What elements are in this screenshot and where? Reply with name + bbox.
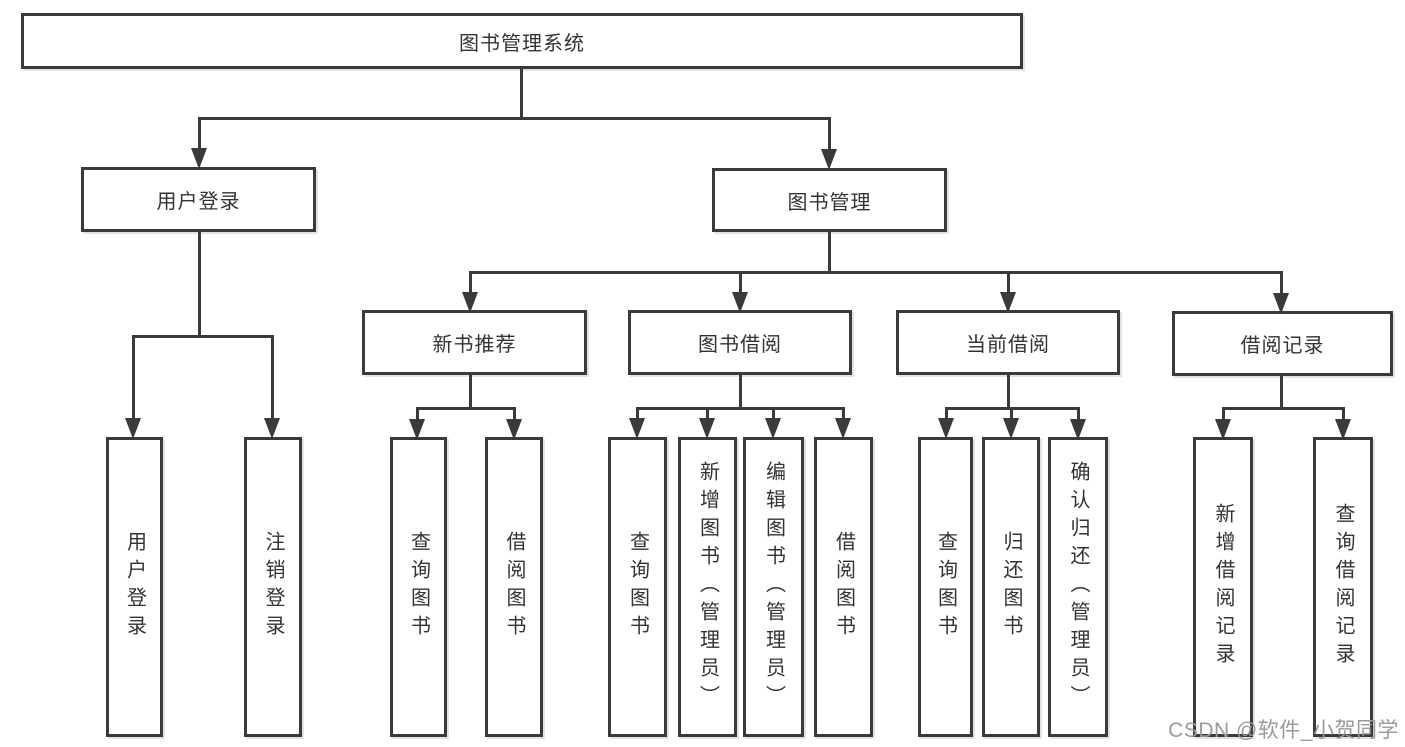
connector-line — [469, 271, 1283, 274]
connector-line — [636, 407, 639, 420]
arrowhead-icon — [1215, 419, 1231, 440]
leaf-query-books-recommend: 查询图书 — [390, 437, 447, 737]
leaf-confirm-return-admin-label: 确认归还（管理员） — [1067, 461, 1089, 713]
connector-line — [198, 117, 201, 150]
connector-line — [772, 407, 775, 420]
leaf-return-books: 归还图书 — [982, 437, 1040, 737]
connector-line — [1007, 373, 1010, 410]
connector-line — [416, 407, 419, 421]
connector-line — [1007, 271, 1010, 294]
arrowhead-icon — [1000, 292, 1016, 313]
node-new-book-recommend-label: 新书推荐 — [432, 334, 517, 356]
node-current-borrow-label: 当前借阅 — [966, 334, 1050, 356]
leaf-query-books-current-label: 查询图书 — [934, 531, 957, 643]
connector-line — [739, 271, 742, 294]
arrowhead-icon — [1070, 419, 1086, 440]
node-user-login-label: 用户登录 — [156, 191, 241, 213]
arrowhead-icon — [821, 149, 837, 170]
leaf-borrow-books-recommend: 借阅图书 — [485, 437, 543, 737]
leaf-query-borrow-record: 查询借阅记录 — [1313, 437, 1373, 737]
connector-line — [739, 373, 742, 410]
node-book-borrow: 图书借阅 — [628, 310, 852, 375]
arrowhead-icon — [506, 419, 522, 440]
connector-line — [198, 230, 201, 338]
connector-line — [1280, 374, 1283, 410]
connector-line — [1010, 407, 1013, 420]
node-borrow-records-label: 借阅记录 — [1240, 335, 1325, 357]
leaf-add-books-admin: 新增图书（管理员） — [678, 437, 737, 737]
connector-line — [198, 117, 831, 120]
leaf-logout: 注销登录 — [244, 437, 302, 737]
node-current-borrow: 当前借阅 — [896, 310, 1120, 375]
arrowhead-icon — [732, 292, 748, 313]
leaf-logout-label: 注销登录 — [262, 531, 284, 643]
connector-line — [132, 335, 274, 338]
node-book-management-label: 图书管理 — [787, 191, 872, 214]
connector-line — [636, 407, 845, 410]
connector-line — [132, 335, 135, 420]
connector-line — [520, 66, 523, 120]
arrowhead-icon — [125, 418, 141, 439]
leaf-query-books-recommend-label: 查询图书 — [407, 531, 430, 643]
leaf-borrow-books: 借阅图书 — [814, 437, 873, 737]
connector-line — [416, 407, 516, 410]
arrowhead-icon — [1273, 293, 1289, 314]
arrowhead-icon — [191, 148, 207, 169]
leaf-edit-books-admin-label: 编辑图书（管理员） — [762, 461, 785, 713]
arrowhead-icon — [629, 418, 645, 439]
connector-line — [828, 230, 831, 274]
arrowhead-icon — [765, 418, 781, 439]
leaf-user-login: 用户登录 — [106, 437, 163, 737]
connector-line — [1280, 271, 1283, 295]
node-book-management: 图书管理 — [712, 168, 947, 232]
connector-line — [513, 407, 516, 421]
node-root: 图书管理系统 — [21, 13, 1023, 69]
connector-line — [1222, 407, 1345, 410]
connector-line — [945, 407, 948, 420]
leaf-query-borrow-record-label: 查询借阅记录 — [1332, 503, 1354, 671]
leaf-query-books-borrow: 查询图书 — [608, 437, 667, 737]
arrowhead-icon — [264, 418, 280, 439]
connector-line — [469, 271, 472, 294]
node-borrow-records: 借阅记录 — [1172, 311, 1393, 376]
connector-line — [271, 335, 274, 420]
leaf-borrow-books-recommend-label: 借阅图书 — [503, 531, 525, 643]
connector-line — [1077, 407, 1080, 421]
arrowhead-icon — [1335, 419, 1351, 440]
connector-line — [469, 373, 472, 410]
connector-line — [1222, 407, 1225, 421]
leaf-add-books-admin-label: 新增图书（管理员） — [696, 461, 719, 713]
node-new-book-recommend: 新书推荐 — [362, 310, 587, 375]
connector-line — [1342, 407, 1345, 421]
leaf-borrow-books-label: 借阅图书 — [832, 531, 855, 643]
node-book-borrow-label: 图书借阅 — [698, 334, 782, 356]
leaf-confirm-return-admin: 确认归还（管理员） — [1048, 437, 1108, 737]
leaf-edit-books-admin: 编辑图书（管理员） — [743, 437, 804, 737]
connector-line — [842, 407, 845, 420]
arrowhead-icon — [938, 418, 954, 439]
leaf-return-books-label: 归还图书 — [1000, 531, 1022, 643]
arrowhead-icon — [462, 292, 478, 313]
arrowhead-icon — [1003, 418, 1019, 439]
leaf-add-borrow-record: 新增借阅记录 — [1193, 437, 1253, 737]
arrowhead-icon — [835, 418, 851, 439]
connector-line — [828, 117, 831, 151]
leaf-query-books-borrow-label: 查询图书 — [626, 531, 649, 643]
leaf-query-books-current: 查询图书 — [918, 437, 973, 737]
node-root-label: 图书管理系统 — [459, 32, 585, 55]
node-user-login: 用户登录 — [81, 167, 316, 232]
leaf-add-borrow-record-label: 新增借阅记录 — [1212, 503, 1234, 671]
leaf-user-login-label: 用户登录 — [123, 531, 146, 643]
arrowhead-icon — [699, 418, 715, 439]
watermark: CSDN @软件_小贺同学 — [1168, 719, 1399, 742]
arrowhead-icon — [409, 419, 425, 440]
connector-line — [706, 407, 709, 420]
